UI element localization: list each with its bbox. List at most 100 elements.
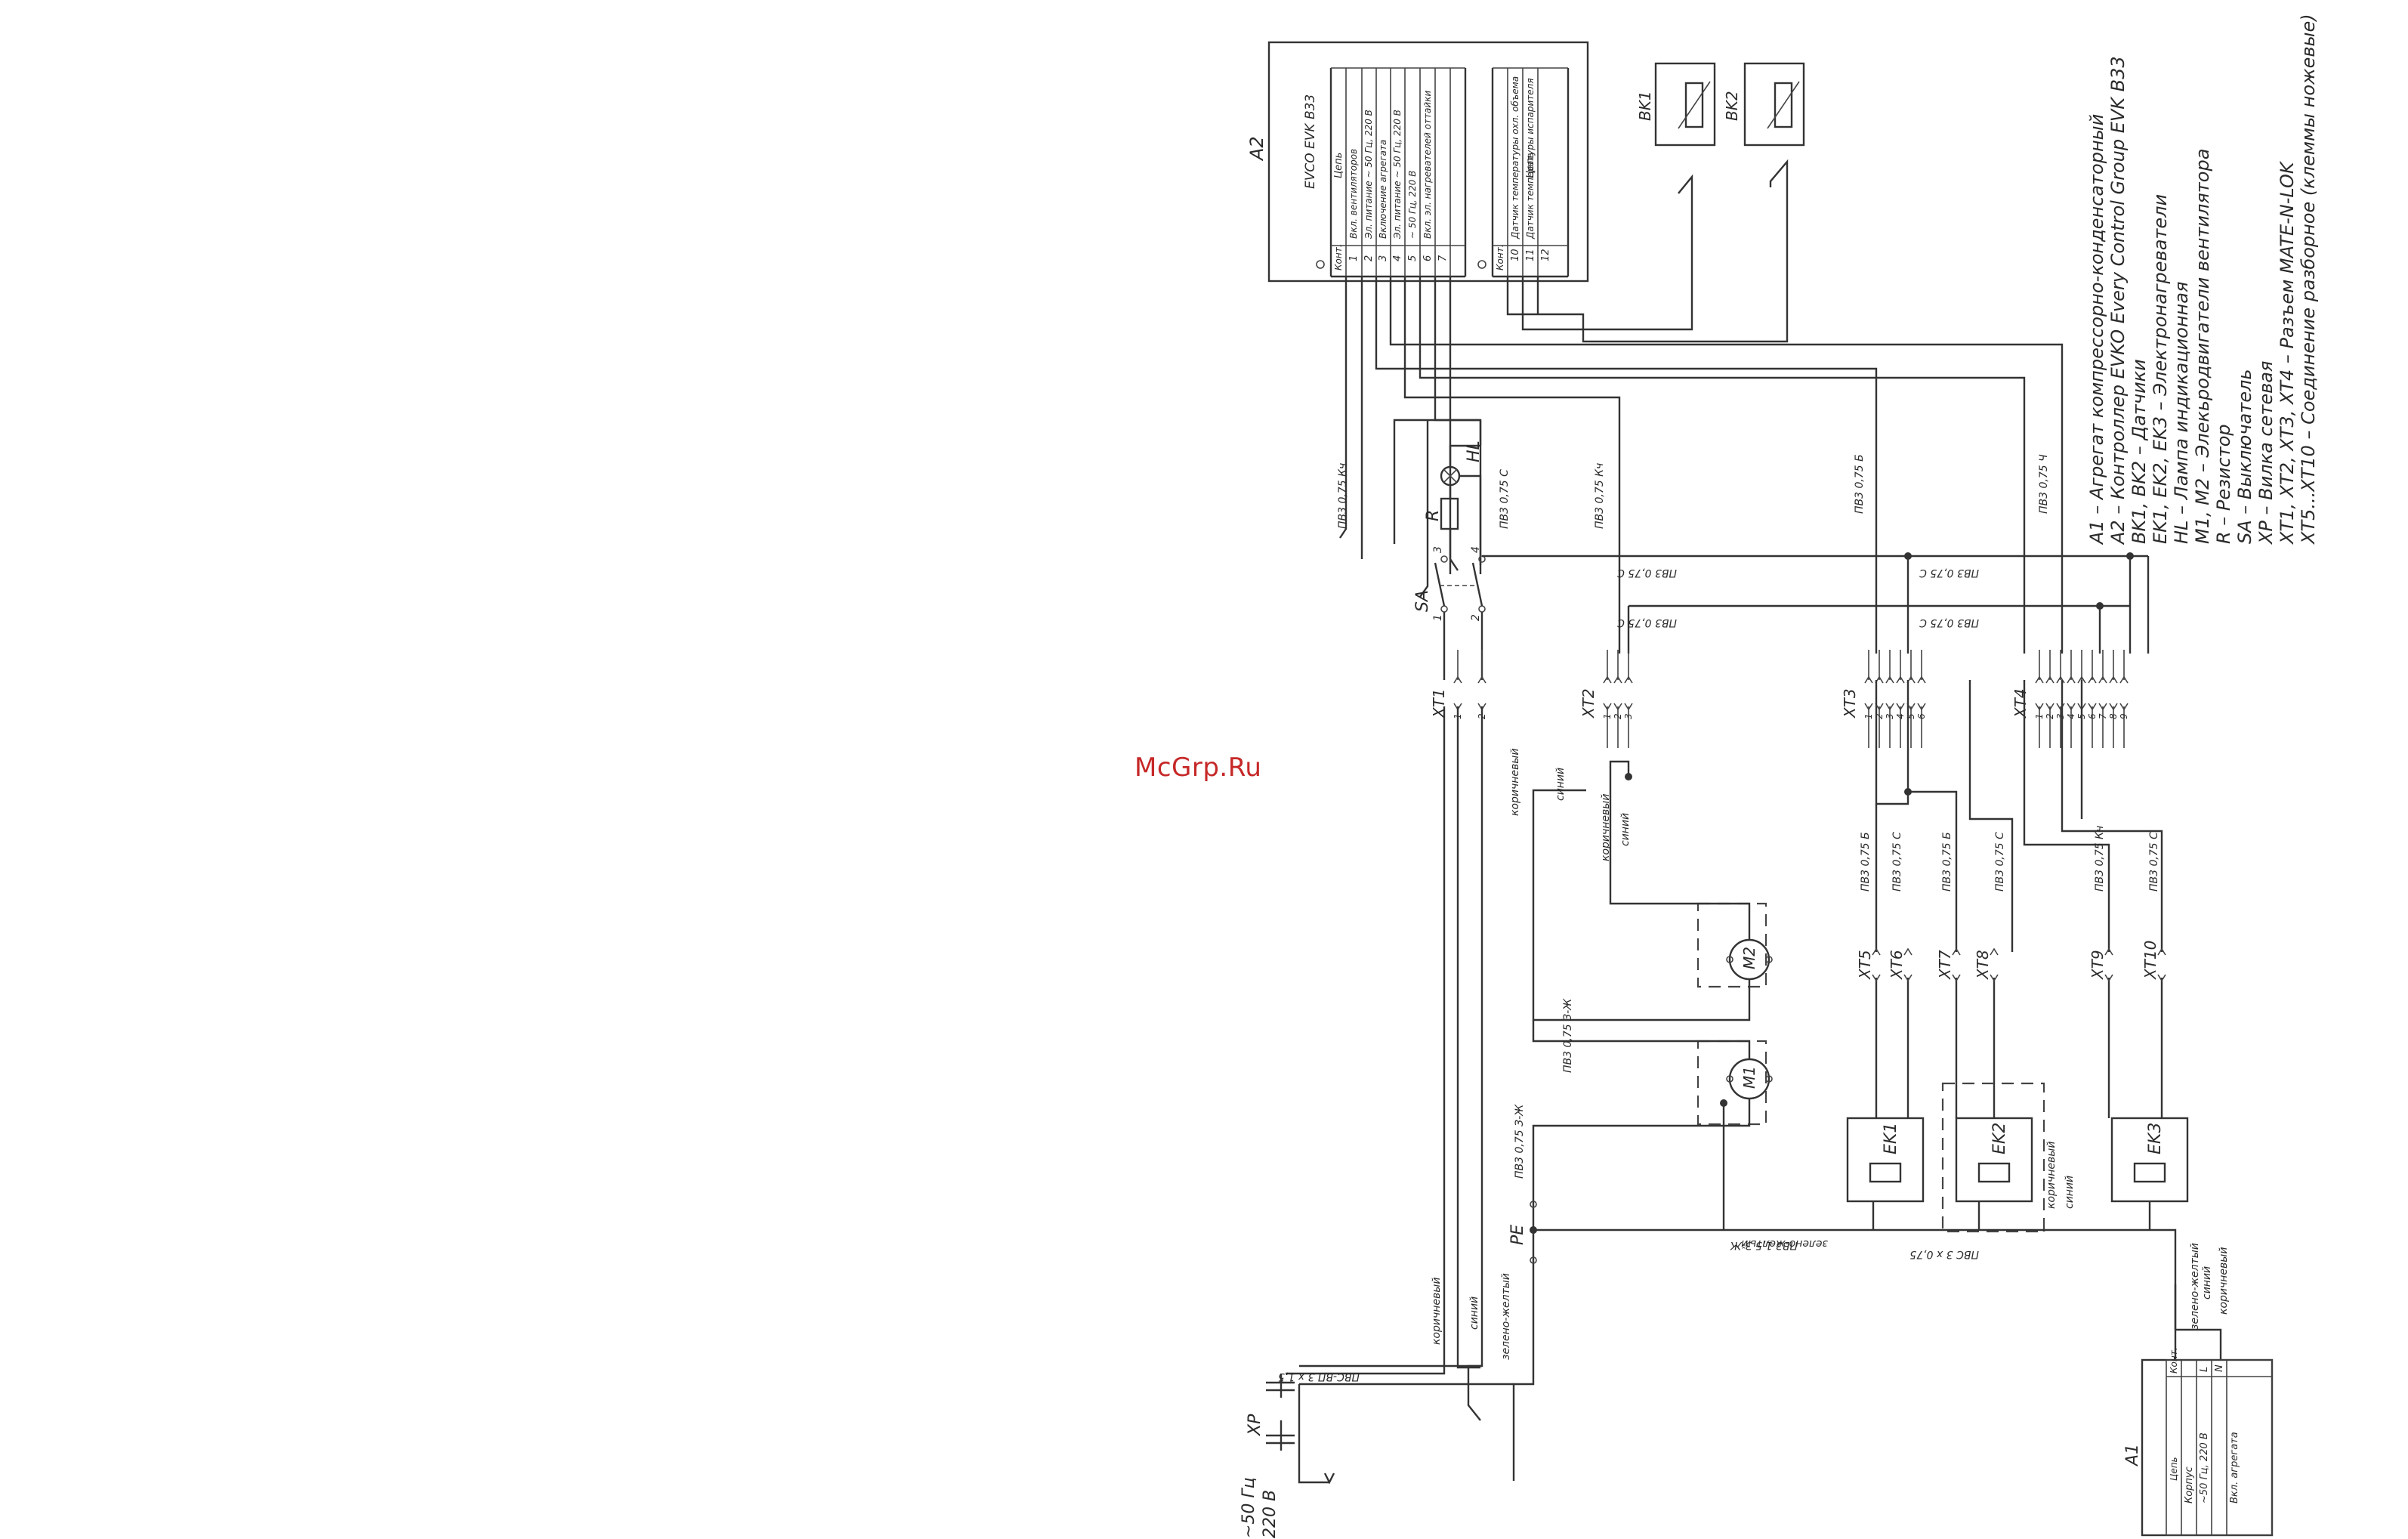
terminal-label: XT7 bbox=[1936, 950, 1954, 980]
sensor-bk2: BK2 bbox=[1723, 62, 1805, 147]
motor-m2: M2 bbox=[1532, 760, 1773, 1021]
wire-labels: ПВ3 0,75 Кч ПВ3 0,75 С ПВ3 0,75 Кч ПВ3 0,75… bbox=[1278, 454, 2230, 1383]
connector-pin: 3 bbox=[2055, 713, 2066, 719]
connector-pin: 6 bbox=[2087, 713, 2098, 719]
controller-circuit-header-2: Цепь bbox=[1525, 153, 1536, 178]
wire-label: зелено-желтый bbox=[1500, 1273, 1512, 1360]
legend-item: BK1, BK2 – Датчики bbox=[2129, 359, 2150, 544]
heater-ek3-label: EK3 bbox=[2146, 1123, 2165, 1154]
unit-row-no: L bbox=[2199, 1367, 2210, 1372]
connector-pin: 1 bbox=[1602, 713, 1613, 719]
legend-item: HL – Лампа индикационная bbox=[2171, 282, 2192, 544]
connector-pin: 2 bbox=[1874, 713, 1885, 719]
controller-row-text: Эл. питание ~ 50 Гц, 220 В bbox=[1363, 110, 1374, 240]
sensor-bk1-label: BK1 bbox=[1636, 91, 1654, 121]
connector-pin: 1 bbox=[1863, 713, 1874, 719]
motor-m1-label: M1 bbox=[1740, 1066, 1758, 1089]
sensor-bk2-label: BK2 bbox=[1723, 91, 1741, 121]
controller-row-no: 2 bbox=[1363, 255, 1375, 261]
wire-label: ПВ3 0,75 С bbox=[1499, 469, 1511, 529]
wire-label: ПВ3 0,75 С bbox=[1919, 567, 1979, 579]
controller-row-text: Включение агрегата bbox=[1378, 140, 1388, 239]
switch-pin: 2 bbox=[1470, 614, 1482, 621]
controller-row-text: ~ 50 Гц, 220 В bbox=[1407, 171, 1418, 239]
plug-supply-1: ~50 Гц bbox=[1240, 1477, 1258, 1538]
motor-m1: M1 bbox=[1532, 1020, 1773, 1230]
wire-label: ПВ3 0,75 Б bbox=[1860, 832, 1872, 892]
connector-pin: 2 bbox=[2045, 713, 2055, 719]
switch-pin: 1 bbox=[1432, 614, 1444, 621]
wire-label: ПВ3 1,5 З-Ж bbox=[1730, 1239, 1798, 1251]
connector-label: XT3 bbox=[1841, 688, 1859, 719]
wire-label: ПВ3 0,75 С bbox=[1891, 832, 1903, 892]
terminal-label: XT6 bbox=[1888, 950, 1906, 980]
wire-label: ПВ3 0,75 З-Ж bbox=[1562, 998, 1574, 1073]
legend-item: SA – Выключатель bbox=[2234, 369, 2255, 544]
sensor-bk1: BK1 bbox=[1636, 62, 1716, 147]
wire-label: синий bbox=[1554, 768, 1567, 801]
controller-row-text: Датчик температуры охл. объема bbox=[1510, 76, 1520, 240]
switch-label: SA bbox=[1413, 590, 1432, 612]
connector-pin: 9 bbox=[2119, 713, 2129, 719]
unit-row-text: Вкл. агрегата bbox=[2229, 1432, 2240, 1503]
controller-contact-header-2: Конт. bbox=[1495, 244, 1505, 270]
unit-row-no: N bbox=[2214, 1364, 2225, 1372]
heater-ek1-label: EK1 bbox=[1882, 1123, 1900, 1154]
legend-item: XT1, XT2, XT3, XT4 – Разъем MATE-N-LOK bbox=[2277, 160, 2298, 545]
legend-item: EK1, EK2, EK3 – Электронагреватели bbox=[2150, 194, 2171, 544]
connector-pin: 5 bbox=[1906, 713, 1916, 719]
motor-m2-label: M2 bbox=[1740, 947, 1758, 969]
controller-row-no: 7 bbox=[1437, 255, 1449, 261]
pe-label: PE bbox=[1508, 1225, 1527, 1245]
ground-bus: PE bbox=[1508, 1201, 2177, 1481]
wire-label: ПВ3 0,75 С bbox=[1617, 617, 1677, 629]
plug-xp: XP ~50 Гц 220 В bbox=[1240, 706, 1514, 1538]
controller-circuit-header: Цепь bbox=[1333, 153, 1344, 178]
controller-row-text: Вкл. вентиляторов bbox=[1348, 149, 1359, 239]
controller-ref: A2 bbox=[1246, 136, 1267, 162]
controller-name: EVCO EVK B33 bbox=[1303, 94, 1318, 189]
heater-wiring bbox=[1875, 680, 2163, 1118]
controller-wiring bbox=[1339, 159, 2064, 654]
wire-label: ПВ3 0,75 Б bbox=[1854, 454, 1866, 514]
legend-item: A2 – Контроллер EVKO Every Control Group… bbox=[2107, 56, 2129, 545]
terminal-label: XT10 bbox=[2141, 941, 2159, 980]
terminal-label: XT8 bbox=[1974, 950, 1992, 980]
connector-pin: 2 bbox=[1613, 713, 1623, 719]
wire-label: ПВ3 0,75 Ч bbox=[2038, 454, 2050, 514]
heater-ek1: EK1 bbox=[1846, 1117, 1925, 1203]
legend-item: XP – Вилка сетевая bbox=[2255, 361, 2277, 545]
controller-row-no: 10 bbox=[1510, 249, 1521, 261]
wire-label: ПВ3 0,75 Кч bbox=[1337, 463, 1349, 529]
wire-label: зелено-желтый bbox=[1741, 1238, 1828, 1250]
plug-supply-2: 220 В bbox=[1261, 1490, 1280, 1538]
wire-label: ПВ3 0,75 С bbox=[1919, 617, 1979, 629]
wire-label: ПВ3 0,75 С bbox=[2148, 832, 2160, 892]
wire-label: ПВ3 0,75 Кч bbox=[2094, 826, 2106, 892]
connector-pin: 6 bbox=[1916, 713, 1927, 719]
resistor-label: R bbox=[1424, 510, 1443, 521]
connector-pin: 4 bbox=[2066, 713, 2076, 719]
legend-item: R – Резистор bbox=[2213, 424, 2234, 544]
controller-row-no: 4 bbox=[1392, 255, 1403, 261]
unit-row-text: ~50 Гц, 220 В bbox=[2199, 1432, 2210, 1503]
wire-label: ПВ3 0,75 З-Ж bbox=[1514, 1104, 1526, 1179]
connector-pin: 1 bbox=[2034, 713, 2045, 719]
wire-label: ПВ3 0,75 С bbox=[1617, 567, 1677, 579]
wire-label: синий bbox=[2064, 1176, 2076, 1209]
controller-row-no: 6 bbox=[1422, 255, 1434, 261]
terminal-label: XT5 bbox=[1856, 950, 1874, 980]
connector-pin: 3 bbox=[1623, 713, 1634, 719]
indicator-lamp-hl: HL bbox=[1440, 440, 1483, 574]
controller-row-text: Датчик температуры испарителя bbox=[1525, 78, 1536, 240]
connector-pin: 7 bbox=[2098, 713, 2108, 719]
controller-row-no: 1 bbox=[1348, 255, 1360, 261]
